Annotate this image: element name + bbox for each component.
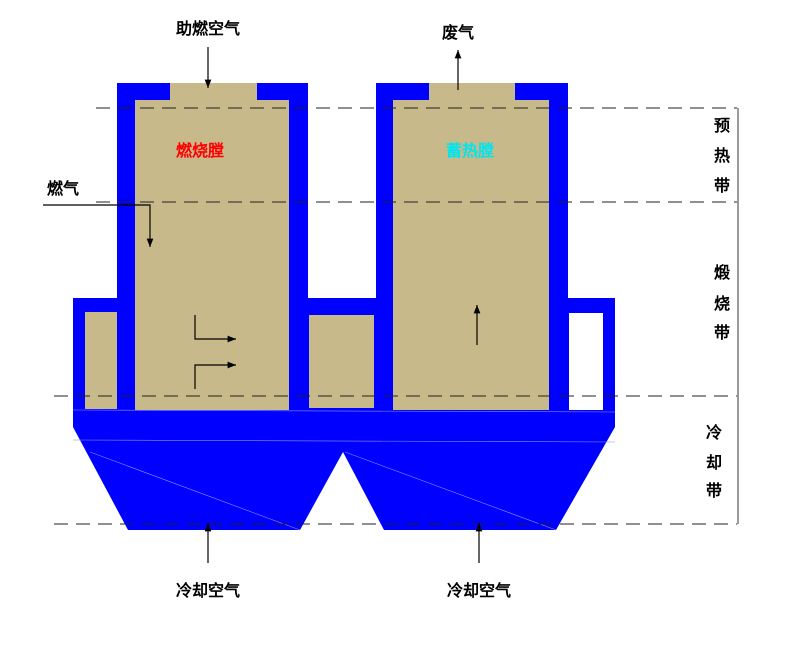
- zone-preheat-char-2: 热: [714, 146, 730, 165]
- cooling-hoppers: [73, 427, 615, 530]
- exhaust-label: 废气: [442, 23, 474, 42]
- zone-cooling-char-3: 带: [706, 481, 722, 500]
- fuel-gas-label: 燃气: [47, 179, 79, 198]
- fuel-gas-arrow: [43, 204, 154, 247]
- combustion-chamber-label: 燃烧膛: [176, 141, 224, 160]
- zone-dividers: [54, 107, 737, 525]
- regenerative-chamber: [393, 100, 549, 410]
- zone-cooling-char-2: 却: [706, 453, 722, 472]
- flow-arrow-1: [194, 315, 236, 343]
- combustion-air-opening: [170, 83, 257, 100]
- flow-arrow-2: [194, 361, 236, 389]
- wall-hatching: [72, 409, 616, 531]
- zone-calcination-char-1: 煅: [714, 263, 731, 282]
- zone-preheat-char-1: 预: [714, 116, 730, 135]
- cooling-air-label-left: 冷却空气: [176, 581, 240, 600]
- zone-preheat-char-3: 带: [714, 176, 730, 195]
- combustion-chamber: [135, 100, 289, 410]
- left-side-chamber: [85, 312, 117, 409]
- cooling-air-label-right: 冷却空气: [447, 581, 511, 600]
- zone-calcination-char-3: 带: [714, 323, 730, 342]
- zone-cooling-char-1: 冷: [706, 423, 722, 442]
- exhaust-opening: [429, 83, 515, 100]
- regenerative-chamber-label: 蓄热膛: [446, 141, 494, 160]
- zone-calcination-char-2: 烧: [714, 294, 730, 313]
- right-side-opening: [569, 313, 603, 410]
- combustion-air-label: 助燃空气: [176, 19, 240, 38]
- middle-connecting-chamber: [309, 315, 374, 408]
- chamber-fills: [85, 83, 549, 410]
